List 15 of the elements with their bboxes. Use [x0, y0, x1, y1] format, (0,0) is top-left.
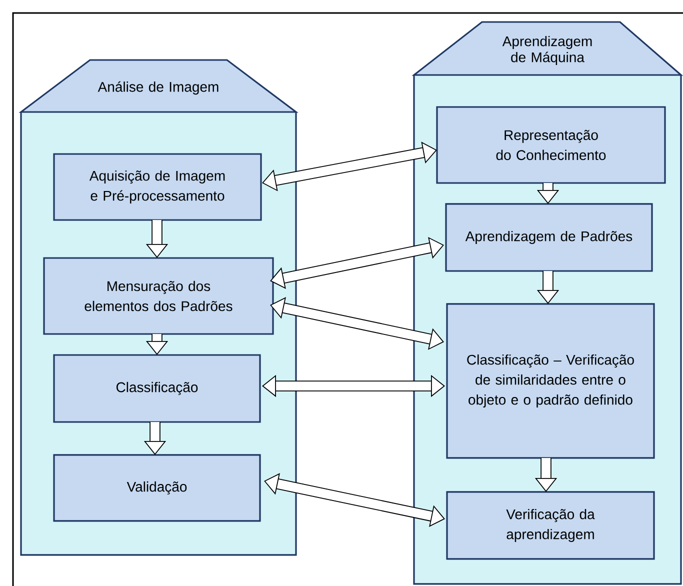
block-arrow	[262, 374, 445, 398]
node-label: Aprendizagem de Máquina	[502, 36, 592, 66]
process-box: Classificação – Verificação de similaridades entre o objeto e o padrão definido	[446, 303, 655, 459]
process-box: Classificação	[53, 354, 261, 423]
process-box: Aquisição de Imagem e Pré-processamento	[53, 153, 262, 221]
process-box: Verificação da aprendizagem	[446, 491, 655, 560]
process-box: Validação	[53, 454, 261, 522]
block-arrow	[270, 297, 444, 350]
block-arrow	[270, 236, 444, 290]
node-label: Análise de Imagem	[98, 81, 218, 95]
block-arrow	[262, 142, 437, 192]
block-arrow	[264, 473, 445, 527]
process-box: Aprendizagem de Padrões	[445, 203, 653, 272]
process-box: Representação do Conhecimento	[436, 106, 666, 184]
process-box: Mensuração dos elementos dos Padrões	[43, 257, 274, 335]
